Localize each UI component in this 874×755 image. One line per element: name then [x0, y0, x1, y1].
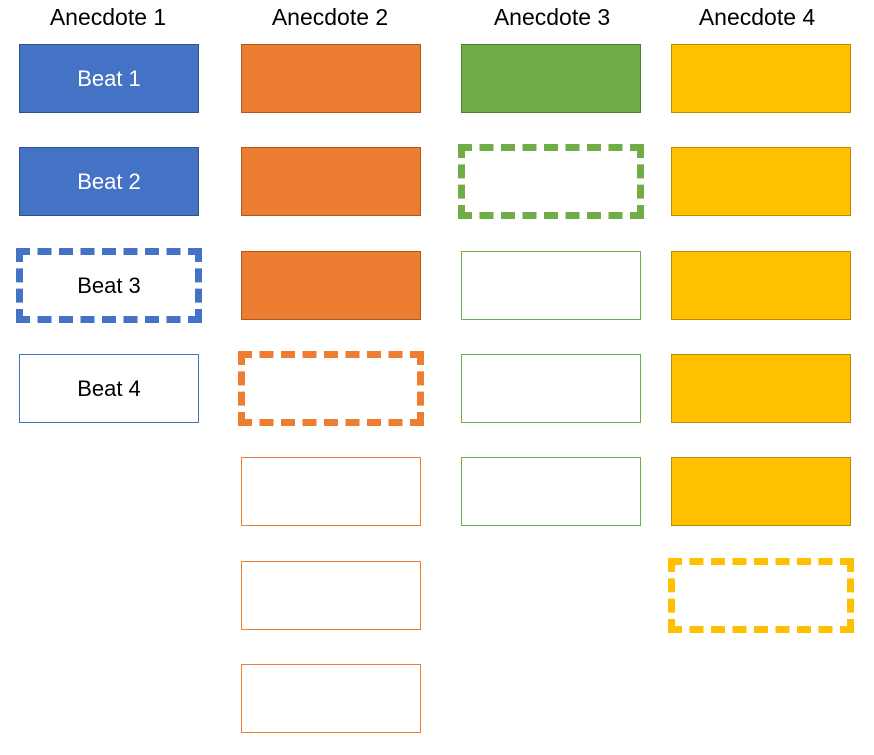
- beat-box-4-5: [671, 457, 851, 526]
- beat-box-3-4: [461, 354, 641, 423]
- beat-box-3-1: [461, 44, 641, 113]
- beat-label: Beat 2: [77, 168, 141, 194]
- beat-box-2-3: [241, 251, 421, 320]
- beat-box-3-3: [461, 251, 641, 320]
- column-title-1: Anecdote 1: [49, 4, 167, 30]
- beat-box-3-5: [461, 457, 641, 526]
- beat-box-2-1: [241, 44, 421, 113]
- column-title-3: Anecdote 3: [493, 4, 611, 30]
- column-title-2: Anecdote 2: [271, 4, 389, 30]
- beat-box-1-4: Beat 4: [19, 354, 199, 423]
- beat-box-2-2: [241, 147, 421, 216]
- beat-box-4-6: [668, 558, 854, 633]
- beat-box-2-6: [241, 561, 421, 630]
- beat-box-4-4: [671, 354, 851, 423]
- beat-box-1-2: Beat 2: [19, 147, 199, 216]
- column-title-4: Anecdote 4: [698, 4, 816, 30]
- beat-label: Beat 3: [77, 272, 141, 298]
- beat-label: Beat 1: [77, 65, 141, 91]
- beat-box-2-4: [238, 351, 424, 426]
- beat-box-4-1: [671, 44, 851, 113]
- beat-label: Beat 4: [77, 375, 141, 401]
- beat-box-2-7: [241, 664, 421, 733]
- beat-box-1-3: Beat 3: [16, 248, 202, 323]
- beat-box-4-3: [671, 251, 851, 320]
- beat-box-3-2: [458, 144, 644, 219]
- beat-box-2-5: [241, 457, 421, 526]
- beat-box-1-1: Beat 1: [19, 44, 199, 113]
- beat-box-4-2: [671, 147, 851, 216]
